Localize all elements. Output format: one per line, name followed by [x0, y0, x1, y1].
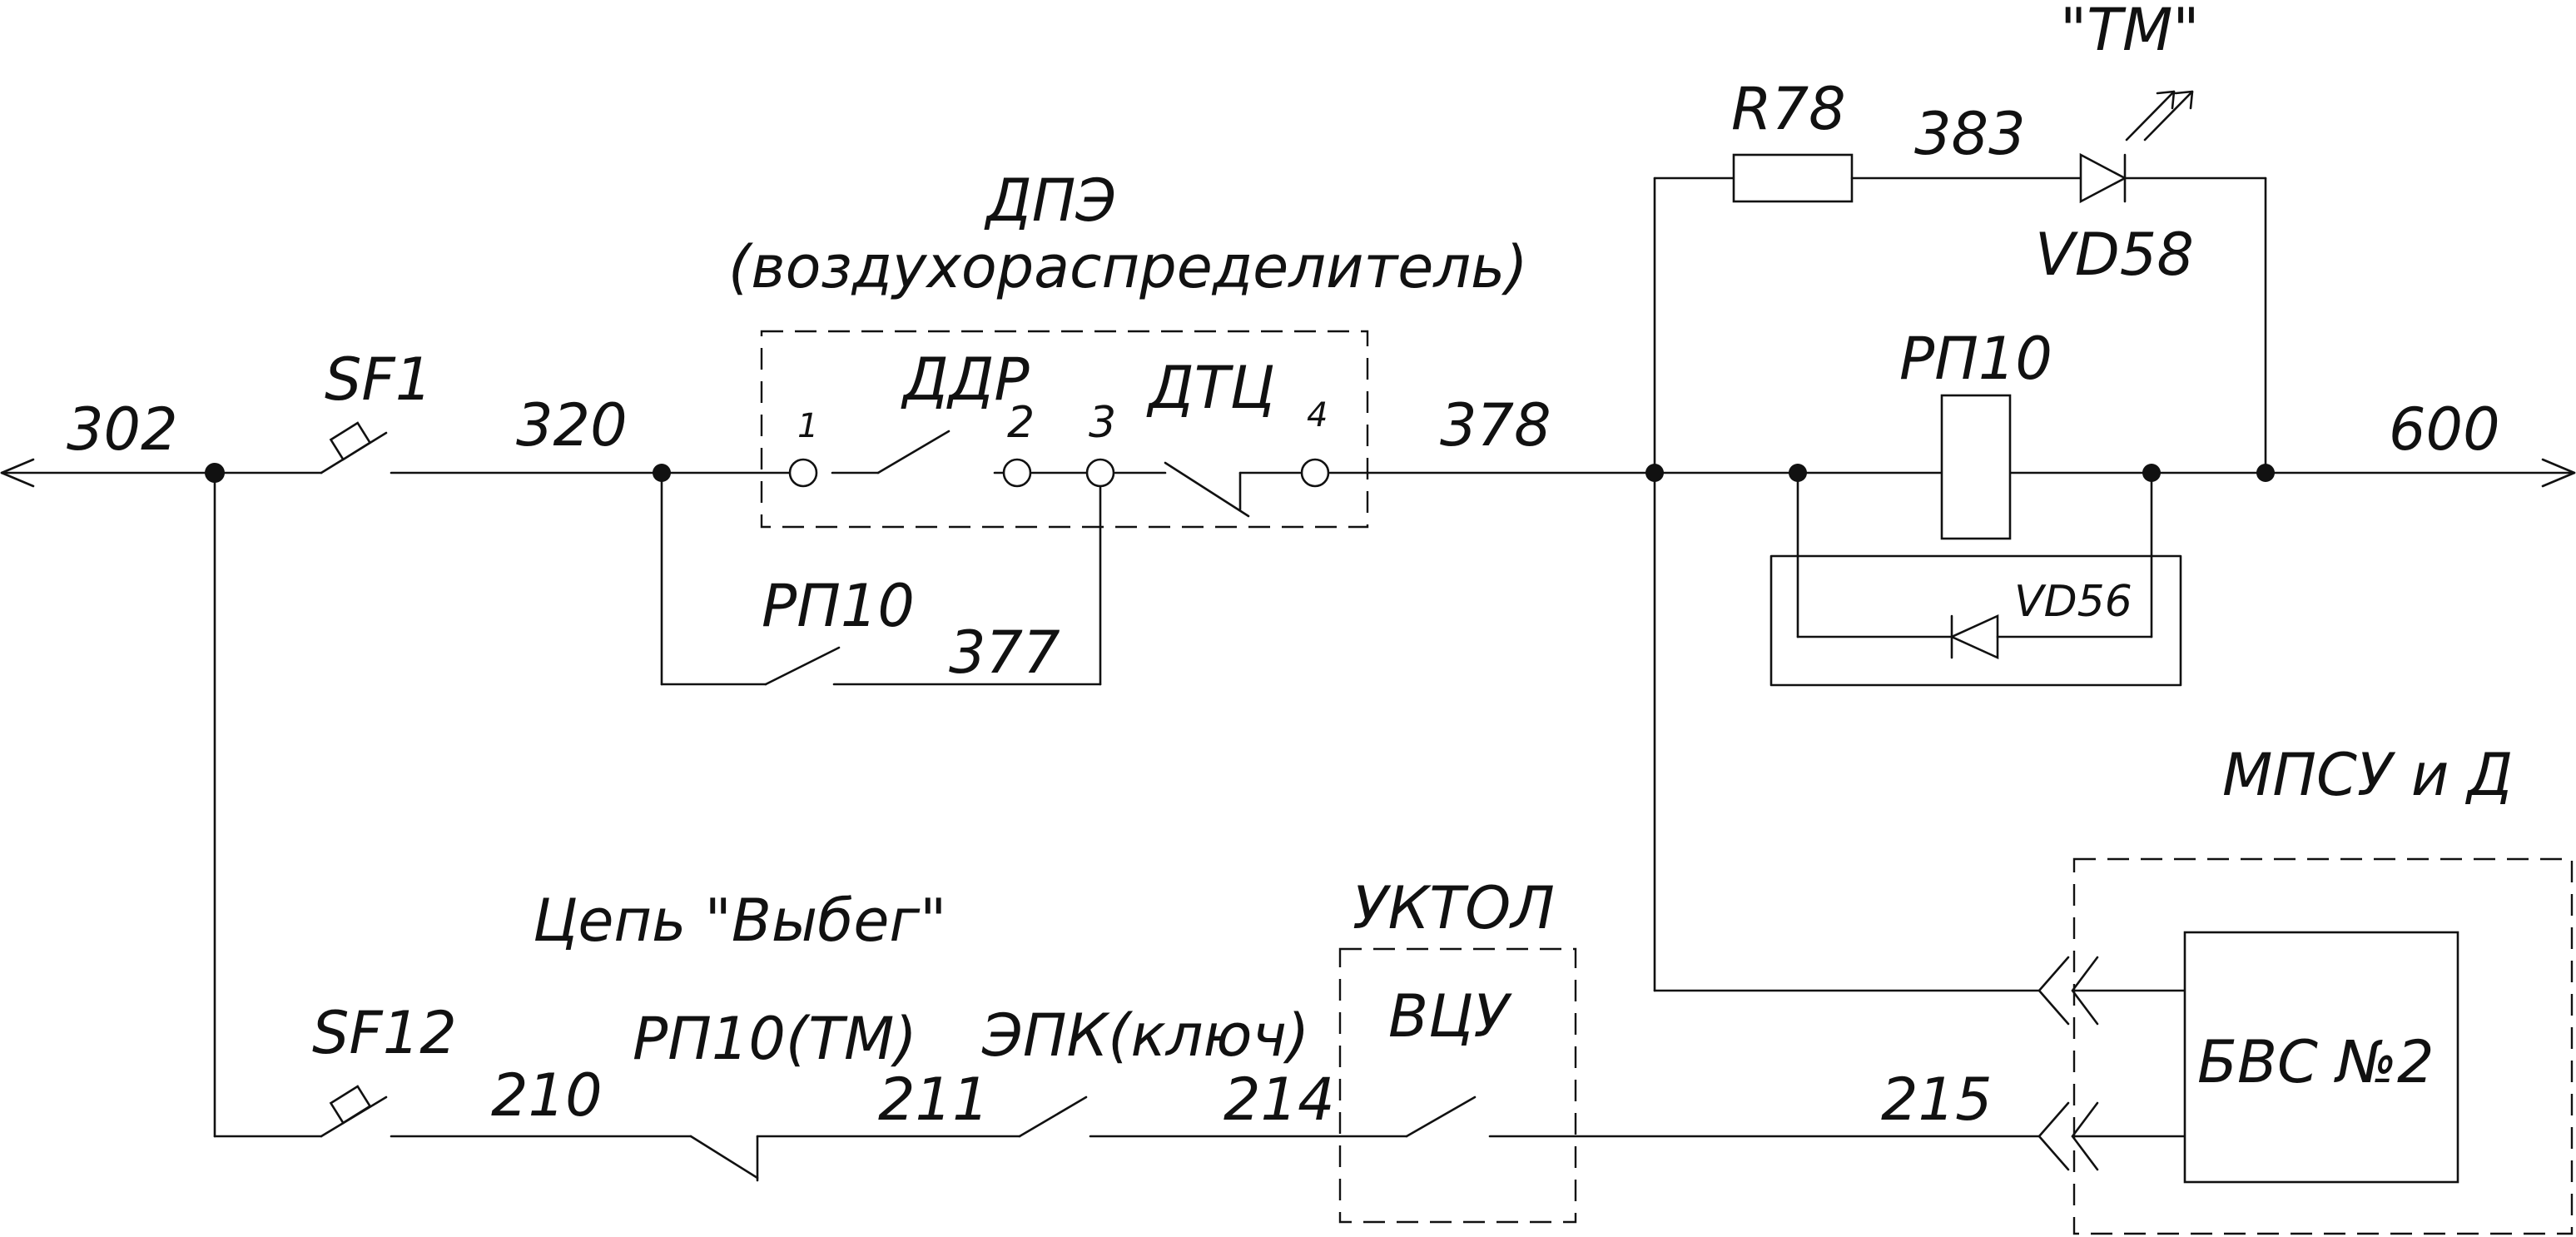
bvs-block [2183, 931, 2459, 1184]
label-600: 600 [2389, 395, 2500, 464]
vd56-diode [1948, 614, 1999, 660]
label-302: 302 [67, 395, 178, 464]
node-600 [2256, 464, 2275, 482]
label-378: 378 [1440, 391, 1551, 460]
rp10-bypass [660, 471, 1102, 686]
label-ddr: ДДР [901, 345, 1030, 414]
label-tm: "ТМ" [2060, 0, 2200, 64]
node-coil-left [1789, 464, 1807, 482]
label-mpsu: МПСУ и Д [2222, 741, 2513, 809]
label-210: 210 [491, 1061, 603, 1130]
label-dpe-sub: (воздухораспределитель) [728, 233, 1528, 301]
terminal-3 [1085, 458, 1115, 488]
label-chain: Цепь "Выбег" [533, 887, 946, 955]
label-377: 377 [949, 618, 1060, 687]
vd56-frame [1769, 554, 2182, 687]
label-rp10tm: РП10(ТМ) [633, 1005, 917, 1073]
bottom-chain [213, 471, 2041, 1182]
label-rp10-contact: РП10 [762, 572, 915, 640]
label-215: 215 [1881, 1066, 1993, 1134]
vd58-diode [2079, 152, 2127, 204]
connectors-to-bvs [1653, 471, 2186, 1171]
node-302 [205, 463, 225, 483]
dpe-box [760, 330, 1369, 529]
terminal-4 [1300, 458, 1330, 488]
label-sf12: SF12 [312, 999, 457, 1067]
main-line [213, 421, 2266, 518]
r78-vd58-branch [1653, 90, 2267, 474]
rp10-coil-group [1769, 394, 2182, 687]
label-bvs: БВС №2 [2197, 1028, 2435, 1096]
label-terminal-1: 1 [797, 407, 818, 445]
rp10-coil [1940, 394, 2012, 540]
node-320 [653, 464, 671, 482]
mpsu-box [2072, 857, 2574, 1235]
label-terminal-3: 3 [1089, 398, 1116, 448]
label-vd56: VD56 [2014, 577, 2132, 627]
label-terminal-2: 2 [1007, 398, 1035, 448]
uktol-box [1338, 947, 1577, 1224]
label-dpe: ДПЭ [984, 166, 1116, 235]
label-383: 383 [1914, 100, 2026, 168]
terminal-2 [1002, 458, 1032, 488]
label-terminal-4: 4 [1307, 396, 1328, 435]
label-rp10-coil: РП10 [1899, 325, 2052, 393]
label-dtc: ДТЦ [1146, 354, 1275, 422]
arrow-left-302 [0, 458, 216, 488]
label-vd58: VD58 [2035, 221, 2194, 289]
label-r78: R78 [1731, 75, 1846, 143]
label-214: 214 [1223, 1066, 1335, 1134]
label-uktol: УКТОЛ [1353, 874, 1555, 942]
node-378 [1645, 464, 1664, 482]
node-coil-right [2142, 464, 2161, 482]
label-211: 211 [878, 1066, 990, 1134]
label-sf1: SF1 [325, 345, 432, 414]
arrow-right-600 [2262, 458, 2576, 488]
label-epk: ЭПК(ключ) [981, 1001, 1309, 1070]
label-320: 320 [516, 391, 628, 460]
terminal-1 [788, 458, 818, 488]
label-vcu: ВЦУ [1388, 982, 1512, 1051]
r78-resistor [1732, 153, 1854, 203]
